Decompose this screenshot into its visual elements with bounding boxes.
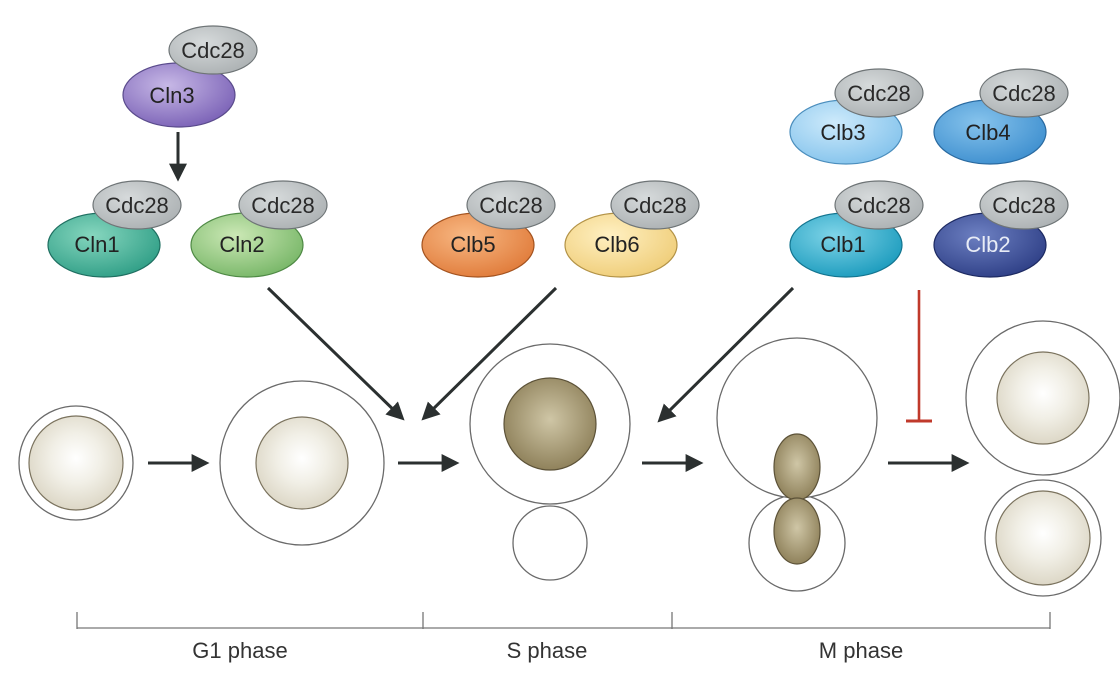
cyclin-clb6-label: Clb6 — [594, 232, 639, 257]
cell-daughters — [965, 320, 1120, 597]
cell-g1-small — [18, 405, 134, 521]
complex-clb4: Clb4 Cdc28 — [933, 68, 1069, 165]
cyclin-clb3-label: Clb3 — [820, 120, 865, 145]
kinase-cdc28-shape — [834, 180, 924, 230]
nucleus — [995, 490, 1091, 586]
nucleus — [255, 416, 349, 510]
cyclin-cln2-label: Cln2 — [219, 232, 264, 257]
kinase-cdc28-shape — [834, 68, 924, 118]
phase-timeline: G1 phase S phase M phase — [76, 612, 1051, 663]
kinase-cdc28-label: Cdc28 — [992, 193, 1056, 218]
cyclin-clb5-label: Clb5 — [450, 232, 495, 257]
kinase-cdc28-shape — [979, 180, 1069, 230]
nucleus-bottom — [773, 497, 821, 565]
arrow-cln-to-g1s — [266, 286, 405, 421]
complex-clb5: Clb5 Cdc28 — [421, 180, 556, 278]
arrow-clb-to-sm — [657, 286, 795, 423]
cyclin-clb2-label: Clb2 — [965, 232, 1010, 257]
kinase-cdc28-shape — [610, 180, 700, 230]
cyclin-clb4-label: Clb4 — [965, 120, 1010, 145]
kinase-cdc28-label: Cdc28 — [251, 193, 315, 218]
complex-cln2: Cln2 Cdc28 — [190, 180, 328, 278]
cell-g1-large — [219, 380, 385, 546]
kinase-cdc28-shape — [92, 180, 182, 230]
complex-cln3: Cln3 Cdc28 — [122, 25, 258, 128]
bud — [512, 505, 588, 581]
phase-label-m: M phase — [819, 638, 903, 663]
arrow-clb56-to-g1s — [421, 286, 558, 421]
cyclin-cln3-label: Cln3 — [149, 83, 194, 108]
kinase-cdc28-label: Cdc28 — [181, 38, 245, 63]
kinase-cdc28-label: Cdc28 — [847, 193, 911, 218]
inhibition-symbol — [906, 290, 932, 423]
complex-clb3: Clb3 Cdc28 — [789, 68, 924, 165]
complex-clb1: Clb1 Cdc28 — [789, 180, 924, 278]
kinase-cdc28-label: Cdc28 — [847, 81, 911, 106]
phase-label-g1: G1 phase — [192, 638, 287, 663]
kinase-cdc28-label: Cdc28 — [105, 193, 169, 218]
complex-clb6: Clb6 Cdc28 — [564, 180, 700, 278]
kinase-cdc28-label: Cdc28 — [623, 193, 687, 218]
kinase-cdc28-label: Cdc28 — [479, 193, 543, 218]
nucleus-top — [773, 433, 821, 501]
complex-cln1: Cln1 Cdc28 — [47, 180, 182, 278]
kinase-cdc28-label: Cdc28 — [992, 81, 1056, 106]
cyclin-clb1-label: Clb1 — [820, 232, 865, 257]
kinase-cdc28-shape — [168, 25, 258, 75]
cyclin-cln1-label: Cln1 — [74, 232, 119, 257]
nucleus — [28, 415, 124, 511]
phase-label-s: S phase — [507, 638, 588, 663]
kinase-cdc28-shape — [238, 180, 328, 230]
kinase-cdc28-shape — [979, 68, 1069, 118]
cell-s-phase — [469, 343, 631, 581]
kinase-cdc28-shape — [466, 180, 556, 230]
nucleus — [503, 377, 597, 471]
nucleus — [996, 351, 1090, 445]
cell-m-phase — [716, 337, 878, 592]
complex-clb2: Clb2 Cdc28 — [933, 180, 1069, 278]
